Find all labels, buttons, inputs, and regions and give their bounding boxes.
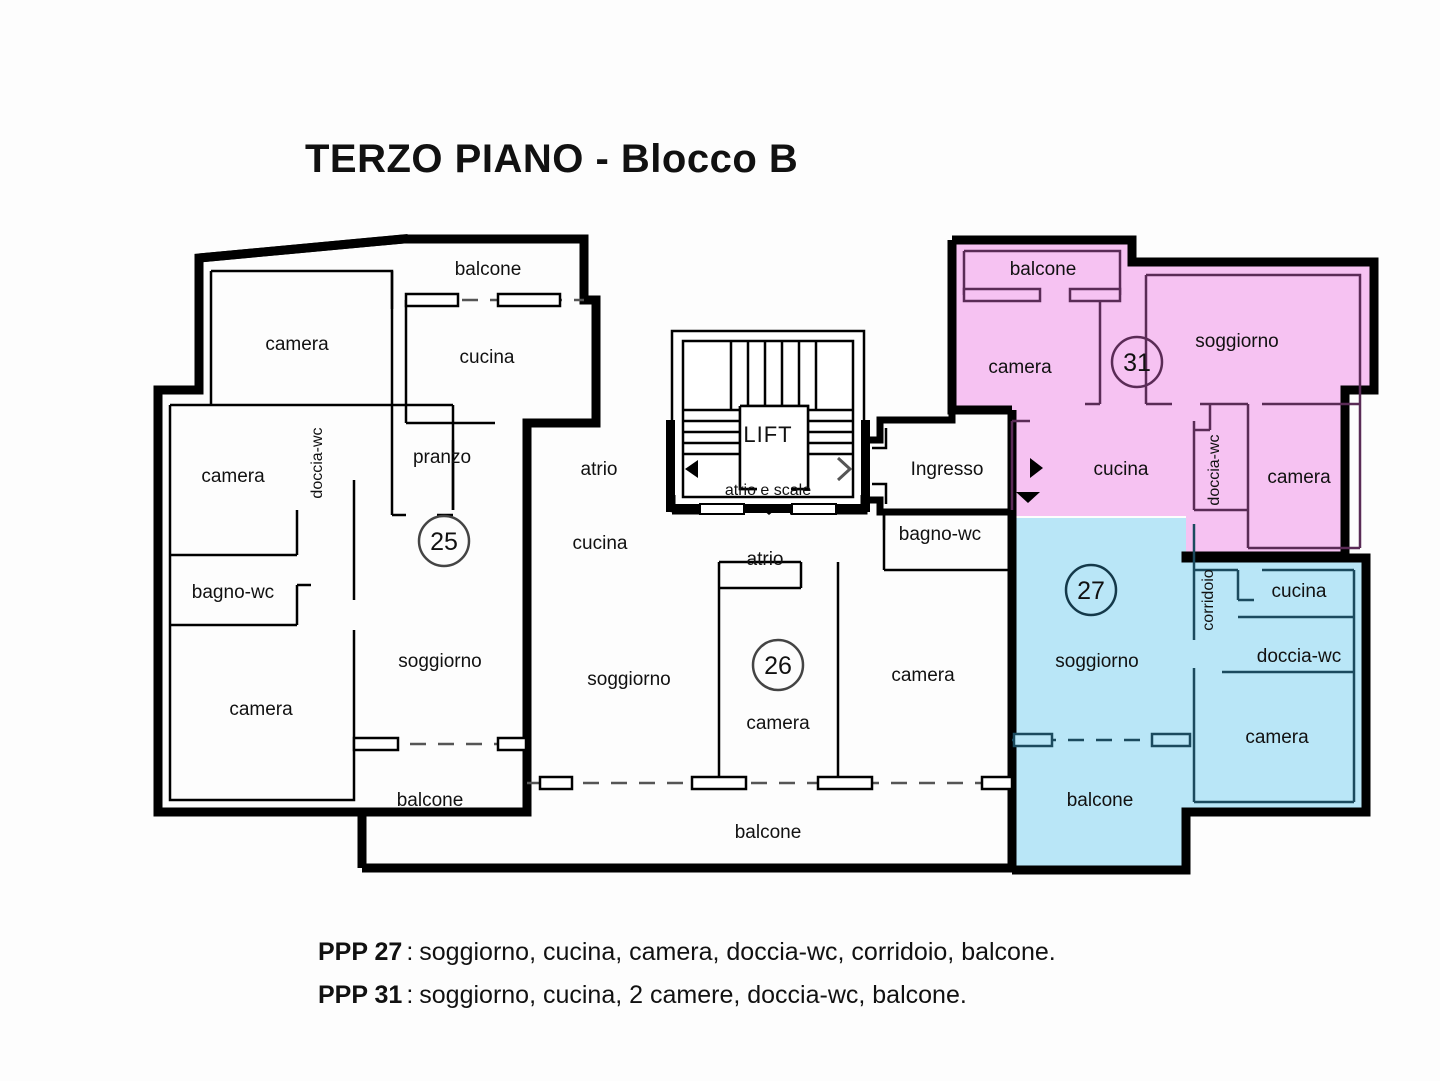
room-u25-camera-bot: camera bbox=[229, 699, 293, 720]
unit-27-door-stubs bbox=[1012, 732, 1192, 748]
legend-row: PPP 31 : soggiorno, cucina, 2 camere, do… bbox=[318, 981, 1318, 1010]
arrow-right-icon bbox=[836, 456, 853, 482]
unit-26-number-badge: 26 bbox=[751, 638, 805, 692]
unit-fills bbox=[952, 240, 1374, 870]
unit-27-number: 27 bbox=[1077, 577, 1105, 605]
room-u27-corridoio: corridoio bbox=[1200, 569, 1217, 630]
legend-row: PPP 27 : soggiorno, cucina, camera, docc… bbox=[318, 938, 1318, 967]
room-u31-balcone: balcone bbox=[1010, 259, 1077, 280]
stair-core: LIFT atrio e scale bbox=[666, 329, 870, 515]
legend-separator: : bbox=[406, 938, 414, 966]
room-u25-balcone-bot: balcone bbox=[397, 790, 464, 811]
room-u25-doccia-wc: doccia-wc bbox=[309, 427, 326, 498]
unit-27-partitions bbox=[1192, 524, 1356, 804]
unit-26-door-stubs bbox=[538, 775, 1014, 791]
ingresso-arrow-right-icon bbox=[1030, 458, 1043, 478]
legend-code-27: PPP 27 bbox=[318, 938, 403, 966]
room-u31-doccia-wc: doccia-wc bbox=[1206, 434, 1223, 505]
unit-31-door-stubs bbox=[962, 287, 1122, 303]
room-u27-cucina: cucina bbox=[1272, 581, 1327, 602]
room-u26-camera-right: camera bbox=[891, 665, 955, 686]
room-u25-balcone-top: balcone bbox=[455, 259, 522, 280]
legend-rooms-27: soggiorno, cucina, camera, doccia-wc, co… bbox=[419, 938, 1056, 966]
ingresso-thin bbox=[872, 428, 888, 504]
room-u25-pranzo: pranzo bbox=[413, 447, 471, 468]
unit-31-number: 31 bbox=[1123, 349, 1151, 377]
room-u25-camera-top: camera bbox=[265, 334, 329, 355]
room-atrio-center: atrio bbox=[747, 549, 784, 570]
legend-rooms-31: soggiorno, cucina, 2 camere, doccia-wc, … bbox=[419, 981, 967, 1009]
room-u26-bagno-wc: bagno-wc bbox=[899, 524, 981, 545]
unit-25-partitions bbox=[168, 269, 495, 802]
unit-25-door-stubs bbox=[352, 292, 562, 752]
room-u25-bagno-wc: bagno-wc bbox=[192, 582, 274, 603]
unit-27-number-badge: 27 bbox=[1064, 563, 1118, 617]
arrow-down-icon bbox=[757, 505, 781, 515]
room-u27-doccia-wc: doccia-wc bbox=[1257, 646, 1341, 667]
room-u31-cucina: cucina bbox=[1094, 459, 1149, 480]
lift-label: LIFT bbox=[743, 422, 792, 447]
room-u31-camera-left: camera bbox=[988, 357, 1052, 378]
room-u31-camera-right: camera bbox=[1267, 467, 1331, 488]
unit-31-number-badge: 31 bbox=[1110, 335, 1164, 389]
ingresso-label: Ingresso bbox=[911, 459, 984, 480]
unit-27-fill bbox=[1012, 518, 1366, 870]
room-u25-camera-mid: camera bbox=[201, 466, 265, 487]
room-u26-balcone: balcone bbox=[735, 822, 802, 843]
room-u27-camera: camera bbox=[1245, 727, 1309, 748]
unit-26-partitions bbox=[717, 512, 1012, 783]
room-u26-cucina: cucina bbox=[573, 533, 628, 554]
legend: PPP 27 : soggiorno, cucina, camera, docc… bbox=[318, 938, 1318, 1024]
room-u31-soggiorno: soggiorno bbox=[1195, 331, 1278, 352]
arrow-left-icon bbox=[685, 460, 698, 478]
room-atrio-left: atrio bbox=[581, 459, 618, 480]
room-u26-camera-center: camera bbox=[746, 713, 810, 734]
atrio-e-scale-label: atrio e scale bbox=[725, 482, 811, 499]
unit-25-number: 25 bbox=[430, 528, 458, 556]
room-u25-soggiorno: soggiorno bbox=[398, 651, 481, 672]
unit-25-number-badge: 25 bbox=[417, 514, 471, 568]
room-u26-soggiorno: soggiorno bbox=[587, 669, 670, 690]
legend-separator: : bbox=[406, 981, 414, 1009]
unit-31-fill bbox=[952, 240, 1374, 556]
room-u27-soggiorno: soggiorno bbox=[1055, 651, 1138, 672]
unit-26-number: 26 bbox=[764, 652, 792, 680]
room-u25-cucina: cucina bbox=[460, 347, 515, 368]
room-u27-balcone: balcone bbox=[1067, 790, 1134, 811]
legend-code-31: PPP 31 bbox=[318, 981, 403, 1009]
page-title: TERZO PIANO - Blocco B bbox=[305, 137, 799, 181]
ingresso-arrow-down-icon bbox=[1016, 492, 1040, 503]
